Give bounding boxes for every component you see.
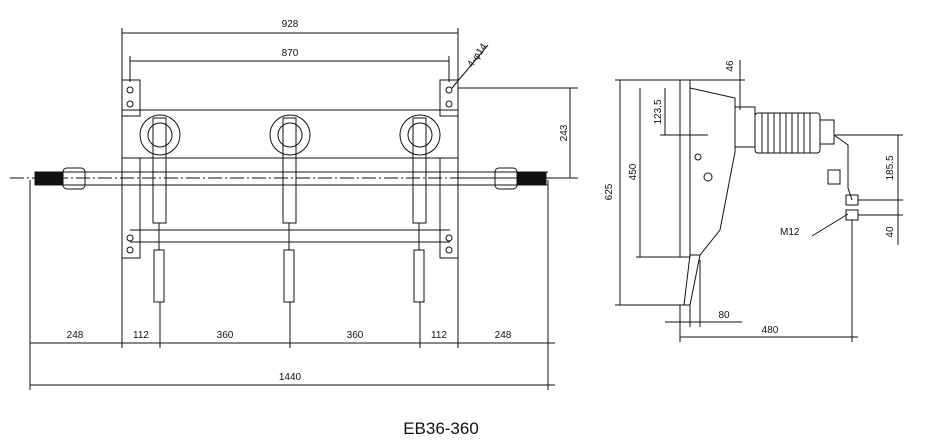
side-view: [615, 60, 903, 342]
pole-3: [399, 114, 441, 303]
drawing-caption: EB36-360: [403, 419, 479, 438]
bolt-hole: [445, 86, 453, 94]
dim-bolt-label: M12: [780, 227, 800, 238]
front-view: [10, 28, 578, 390]
pole-2: [269, 114, 311, 303]
insulator-sheds: [761, 113, 811, 153]
dim-segment-6: 248: [495, 330, 512, 341]
bolt-hole: [126, 100, 134, 108]
terminal-bracket: [833, 134, 853, 201]
bracket-top-left: [121, 79, 141, 117]
pole-1: [139, 114, 181, 303]
bolt-hole: [126, 246, 134, 254]
dim-frame-height: 450: [628, 163, 639, 180]
base-plate: [121, 109, 459, 159]
dim-total-height: 625: [604, 183, 615, 200]
frame-right: [439, 157, 459, 259]
dim-depth: 480: [762, 325, 779, 336]
frame-left: [121, 157, 141, 259]
side-view-dimensions: 625 450 46 123.5 185.5 40 M12 80 480: [604, 60, 896, 336]
dim-segment-5: 112: [431, 330, 447, 341]
bolt-hole: [445, 100, 453, 108]
dim-segment-3: 360: [217, 330, 234, 341]
dim-terminal-spacing: 40: [885, 226, 896, 238]
terminal-clamp: [827, 169, 841, 185]
bolt-hole: [445, 246, 453, 254]
dim-segment-1: 248: [67, 330, 84, 341]
dim-base-offset: 80: [718, 310, 730, 321]
dim-hole-spec: 4-φ14: [465, 41, 489, 69]
shaft-coupling-left: [62, 167, 86, 190]
dim-overall-width: 1440: [279, 372, 302, 383]
front-view-dimensions: 928 870 4-φ14 243 248 112 360 360 112 24…: [67, 19, 570, 383]
bolt-hole: [445, 234, 453, 242]
dim-bolt-span-outer: 928: [282, 19, 299, 30]
bolt-hole: [126, 86, 134, 94]
dim-insulator-offset: 123.5: [653, 99, 664, 124]
side-handle: [683, 254, 701, 306]
dim-terminal-height: 185.5: [885, 155, 896, 180]
side-frame: [679, 79, 691, 258]
dim-segment-2: 112: [133, 330, 149, 341]
insulator-cap: [819, 119, 835, 145]
dim-segment-4: 360: [347, 330, 364, 341]
dim-offset-top: 46: [725, 60, 736, 72]
bolt-hole: [126, 234, 134, 242]
dim-bolt-span-inner: 870: [282, 48, 299, 59]
insulator-neck: [734, 106, 756, 148]
side-body: [689, 87, 736, 256]
terminal-nut: [845, 209, 859, 221]
bracket-top-right: [439, 79, 459, 117]
dim-mounting-height: 243: [559, 124, 570, 141]
shaft-thread-left: [34, 171, 64, 186]
